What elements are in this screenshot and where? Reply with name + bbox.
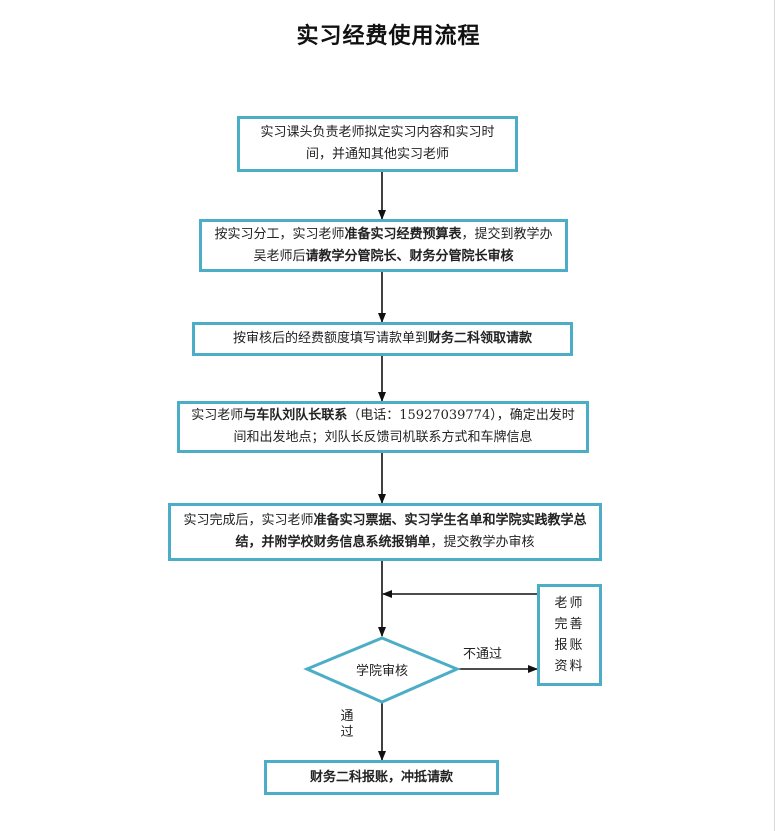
flow-step-budget-review: 按实习分工，实习老师准备实习经费预算表，提交到教学办吴老师后请教学分管院长、财务… (199, 219, 568, 272)
page-edge-divider (774, 0, 775, 831)
flow-step-submit-reimbursement-text-part-1: 实习完成后，实习老师 (183, 513, 314, 528)
decision-pass-label: 通 过 (339, 709, 355, 741)
flow-step-final-settlement-text-part-1: 财务二科报账，冲抵请款 (309, 769, 453, 785)
flow-step-draft-plan-text-part-1: 实习课头负责老师拟定实习内容和实习时间，并通知其他实习老师 (260, 125, 495, 162)
flow-step-final-settlement: 财务二科报账，冲抵请款 (264, 760, 499, 795)
flow-step-request-funds-text: 按审核后的经费额度填写请款单到财务二科领取请款 (233, 328, 532, 350)
flow-step-submit-reimbursement-text-part-2: 准备实习票据、实习学生名单和学院实践教学总结，并附学校财务信息系统报销单 (235, 513, 587, 550)
flow-step-request-funds-text-part-2: 财务二科领取请款 (428, 331, 533, 346)
flow-step-contact-fleet-text: 实习老师与车队刘队长联系（电话：15927039774），确定出发时间和出发地点… (188, 405, 578, 449)
decision-label: 学院审核 (355, 664, 408, 679)
decision-pass-label-char-2: 过 (340, 725, 354, 740)
flow-step-budget-review-text-part-3: ，提交到教学办吴老师后 (253, 226, 553, 264)
decision-pass-label-char-1: 通 (340, 709, 354, 724)
side-box-line-3: 报账 (554, 638, 585, 653)
flow-step-contact-fleet-text-part-3: （电话：15927039774），确定出发时间和出发地点；刘队长反馈司机联系方式… (233, 408, 575, 445)
flow-step-submit-reimbursement-text: 实习完成后，实习老师准备实习票据、实习学生名单和学院实践教学总结，并附学校财务信… (179, 510, 591, 554)
side-box-line-4: 资料 (554, 659, 585, 674)
flow-step-budget-review-text-part-1: 按实习分工，实习老师 (214, 226, 345, 242)
flow-step-request-funds-text-part-1: 按审核后的经费额度填写请款单到 (232, 331, 428, 346)
flow-step-budget-review-text-part-2: 准备实习经费预算表 (344, 226, 462, 242)
side-box-line-1: 老师 (554, 596, 585, 611)
flow-step-submit-reimbursement-text-part-3: ，提交教学办审核 (430, 535, 535, 550)
flow-step-contact-fleet: 实习老师与车队刘队长联系（电话：15927039774），确定出发时间和出发地点… (177, 401, 589, 453)
flow-step-contact-fleet-text-part-1: 实习老师 (191, 408, 244, 423)
flow-step-request-funds: 按审核后的经费额度填写请款单到财务二科领取请款 (192, 322, 573, 356)
flow-step-contact-fleet-text-part-2: 与车队刘队长联系 (243, 408, 348, 423)
side-box-line-2: 完善 (554, 617, 585, 632)
decision-fail-label: 不通过 (463, 647, 503, 662)
flow-step-draft-plan: 实习课头负责老师拟定实习内容和实习时间，并通知其他实习老师 (237, 116, 518, 172)
flow-step-budget-review-text: 按实习分工，实习老师准备实习经费预算表，提交到教学办吴老师后请教学分管院长、财务… (210, 224, 557, 268)
page-title: 实习经费使用流程 (296, 24, 481, 49)
decision-diamond (303, 636, 461, 704)
flow-step-budget-review-text-part-4: 请教学分管院长、财务分管院长审核 (305, 248, 514, 264)
flow-step-submit-reimbursement: 实习完成后，实习老师准备实习票据、实习学生名单和学院实践教学总结，并附学校财务信… (168, 503, 602, 561)
side-box-complete-materials: 老师 完善 报账 资料 (537, 584, 602, 686)
flow-step-draft-plan-text: 实习课头负责老师拟定实习内容和实习时间，并通知其他实习老师 (248, 122, 507, 166)
flow-step-final-settlement-text: 财务二科报账，冲抵请款 (310, 767, 453, 789)
